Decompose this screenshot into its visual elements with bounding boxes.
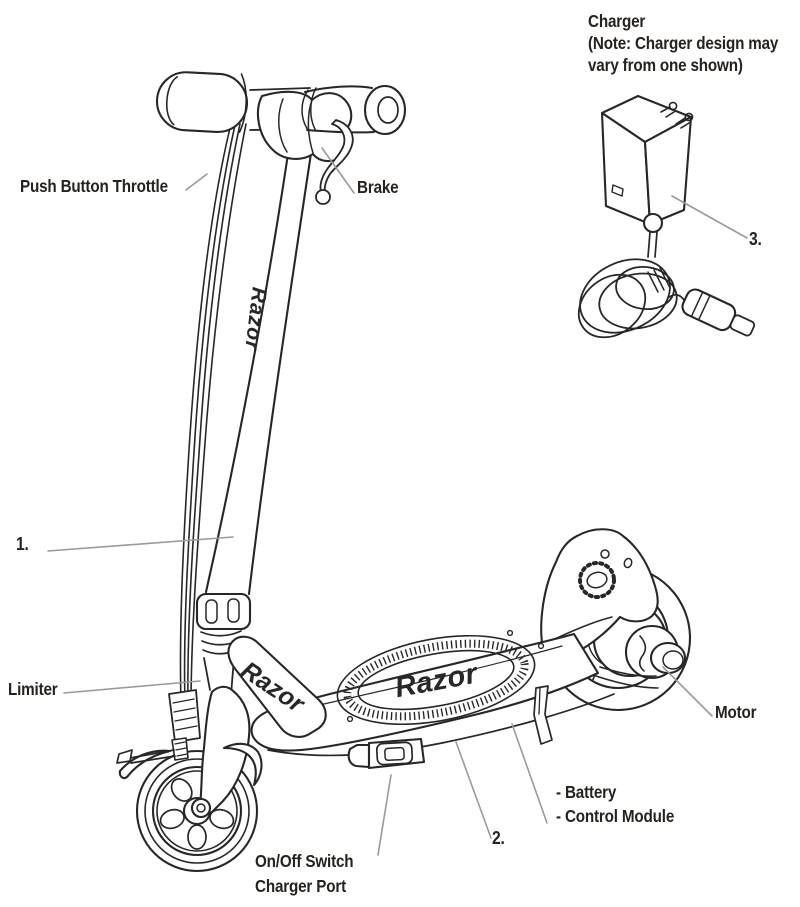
left-grip [155, 71, 249, 133]
brake-lever [315, 119, 354, 205]
label-number-1: 1. [16, 534, 29, 554]
label-charger-port: Charger Port [255, 876, 346, 896]
charger-cord [647, 231, 658, 258]
limiter-illustration [116, 689, 201, 764]
label-charger-title: Charger [588, 11, 646, 31]
charger-plug [681, 288, 756, 337]
charger-cord-coil [577, 258, 685, 339]
label-push-button-throttle: Push Button Throttle [20, 176, 168, 196]
label-onoff-switch: On/Off Switch [255, 851, 354, 871]
charger-illustration [577, 94, 756, 339]
leader-throttle [185, 173, 208, 191]
charger-prongs [660, 101, 694, 129]
leader-brake [321, 147, 355, 194]
leader-num2 [455, 741, 492, 839]
leader-onoff [377, 774, 392, 856]
razor-logo-stem: Razor [240, 286, 271, 352]
kickstand-illustration [533, 685, 553, 745]
handlebar-illustration [155, 71, 407, 205]
label-battery: - Battery [556, 782, 617, 802]
label-charger-note-1: (Note: Charger design may [588, 33, 779, 53]
leader-num3 [671, 195, 748, 239]
deck-illustration [250, 629, 615, 757]
leader-motor [662, 666, 713, 717]
leader-lines [47, 147, 748, 856]
label-limiter: Limiter [8, 679, 58, 699]
cables-illustration [179, 123, 247, 709]
label-motor: Motor [715, 702, 757, 722]
charger-grommet [642, 212, 664, 234]
leader-num1 [47, 536, 234, 552]
label-brake: Brake [357, 177, 399, 197]
leader-battery [511, 723, 548, 824]
charger-box [600, 94, 693, 226]
onoff-switch-illustration [347, 737, 426, 770]
label-number-2: 2. [492, 828, 505, 848]
label-number-3: 3. [749, 229, 762, 249]
leader-limiter [63, 680, 201, 694]
front-fork-illustration [190, 685, 251, 819]
label-control-module: - Control Module [556, 806, 675, 826]
label-charger-block: Charger (Note: Charger design may vary f… [588, 11, 800, 77]
label-charger-note-2: vary from one shown) [588, 55, 743, 75]
